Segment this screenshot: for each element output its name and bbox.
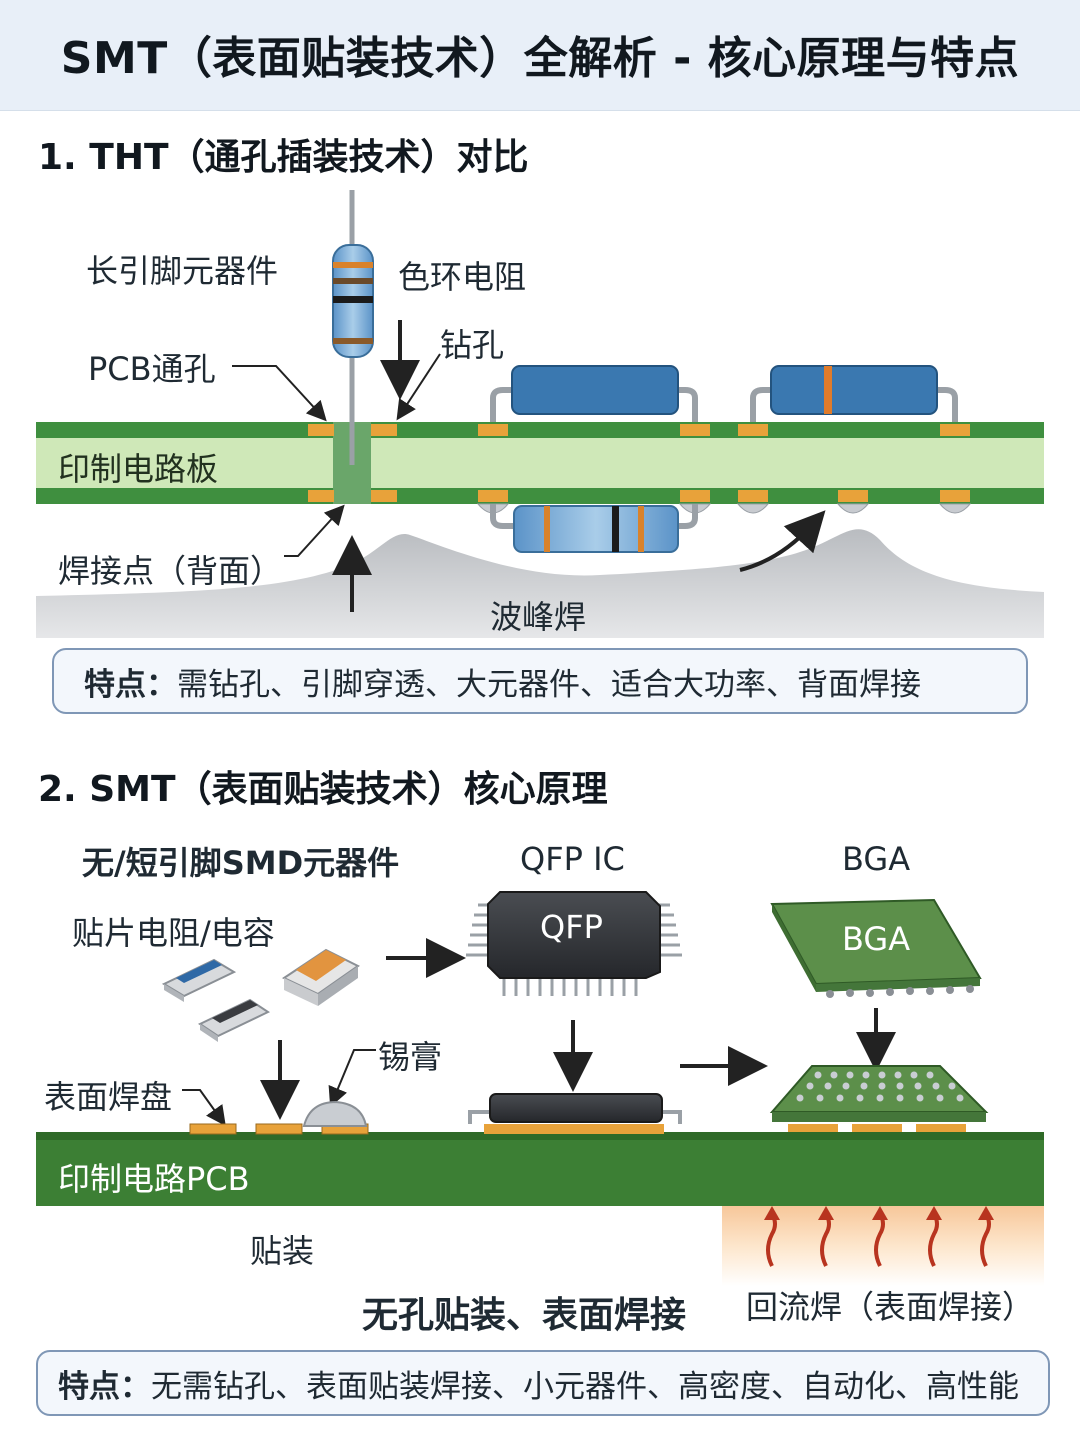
reflow-label: 回流焊（表面焊接） bbox=[746, 1288, 1035, 1326]
mount-label: 贴装 bbox=[250, 1232, 315, 1270]
component-top-2 bbox=[750, 365, 958, 422]
drill-pointer bbox=[396, 353, 441, 421]
surface-pads bbox=[189, 1123, 369, 1135]
chip-rc-label: 贴片电阻/电容 bbox=[72, 914, 275, 952]
pcb-board-top-copper bbox=[36, 422, 1044, 438]
section1-feature-key: 特点： bbox=[84, 666, 177, 703]
color-ring-resistor-label: 色环电阻 bbox=[398, 258, 527, 296]
wave-curve-arrow bbox=[739, 510, 826, 572]
page-title: SMT（表面贴装技术）全解析 - 核心原理与特点 bbox=[60, 33, 1020, 84]
chip-capacitor-orange bbox=[281, 948, 360, 1006]
pcb-board-label: 印制电路板 bbox=[58, 450, 219, 488]
pcb-via-pointer bbox=[232, 365, 327, 422]
surface-pad-pointer bbox=[182, 1089, 226, 1127]
wave-solder-label: 波峰焊 bbox=[490, 598, 587, 636]
title-bar bbox=[0, 0, 1080, 111]
section2-heading: 2. SMT（表面贴装技术）核心原理 bbox=[38, 769, 608, 810]
component-bottom bbox=[490, 504, 698, 553]
mounted-bga bbox=[769, 1065, 989, 1132]
surface-pad-label: 表面焊盘 bbox=[44, 1078, 173, 1116]
heat-arrow-heads bbox=[764, 1206, 994, 1220]
smt-summary-label: 无孔贴装、表面焊接 bbox=[362, 1295, 687, 1336]
bga-label: BGA bbox=[842, 840, 911, 878]
section1-feature-text: 需钻孔、引脚穿透、大元器件、适合大功率、背面焊接 bbox=[177, 666, 921, 703]
chip-resistor-blue bbox=[161, 958, 237, 1002]
solder-paste-label: 锡膏 bbox=[378, 1038, 443, 1076]
qfp-chip-text: QFP bbox=[540, 908, 603, 946]
component-top-1 bbox=[490, 365, 698, 422]
drill-label: 钻孔 bbox=[440, 326, 505, 364]
chip-resistor-black bbox=[197, 998, 271, 1042]
long-lead-label: 长引脚元器件 bbox=[86, 252, 279, 290]
bottom-pads bbox=[308, 490, 970, 502]
pcb-board-bottom-copper bbox=[36, 488, 1044, 504]
solder-paste-blob bbox=[302, 1100, 368, 1127]
section1-feature-box: 特点：需钻孔、引脚穿透、大元器件、适合大功率、背面焊接 bbox=[52, 648, 1028, 714]
bga-chip bbox=[770, 898, 982, 998]
section1-heading: 1. THT（通孔插装技术）对比 bbox=[38, 137, 529, 178]
pcb-smt-top-edge bbox=[36, 1132, 1044, 1140]
section2-feature-key: 特点： bbox=[58, 1368, 151, 1405]
solder-paste-pointer bbox=[328, 1049, 376, 1108]
qfp-ic-label: QFP IC bbox=[520, 840, 625, 878]
section2-feature-box: 特点：无需钻孔、表面贴装焊接、小元器件、高密度、自动化、高性能 bbox=[36, 1350, 1050, 1416]
solder-back-pointer bbox=[284, 504, 345, 557]
bottom-solder-bumps bbox=[476, 503, 972, 514]
pcb-smt-label: 印制电路PCB bbox=[58, 1160, 250, 1198]
top-pads bbox=[308, 424, 970, 436]
bga-chip-text: BGA bbox=[842, 920, 911, 958]
solder-back-label: 焊接点（背面） bbox=[58, 552, 283, 590]
pcb-board-core bbox=[36, 438, 1044, 488]
color-ring-resistor bbox=[332, 244, 374, 358]
pcb-smt-board bbox=[36, 1132, 1044, 1206]
mounted-qfp bbox=[468, 1093, 682, 1134]
section2-feature-text: 无需钻孔、表面贴装焊接、小元器件、高密度、自动化、高性能 bbox=[151, 1368, 1019, 1405]
pcb-via-label: PCB通孔 bbox=[88, 350, 216, 388]
wave-solder-shape bbox=[36, 529, 1044, 638]
smd-label: 无/短引脚SMD元器件 bbox=[82, 844, 400, 882]
qfp-ic bbox=[466, 891, 682, 996]
